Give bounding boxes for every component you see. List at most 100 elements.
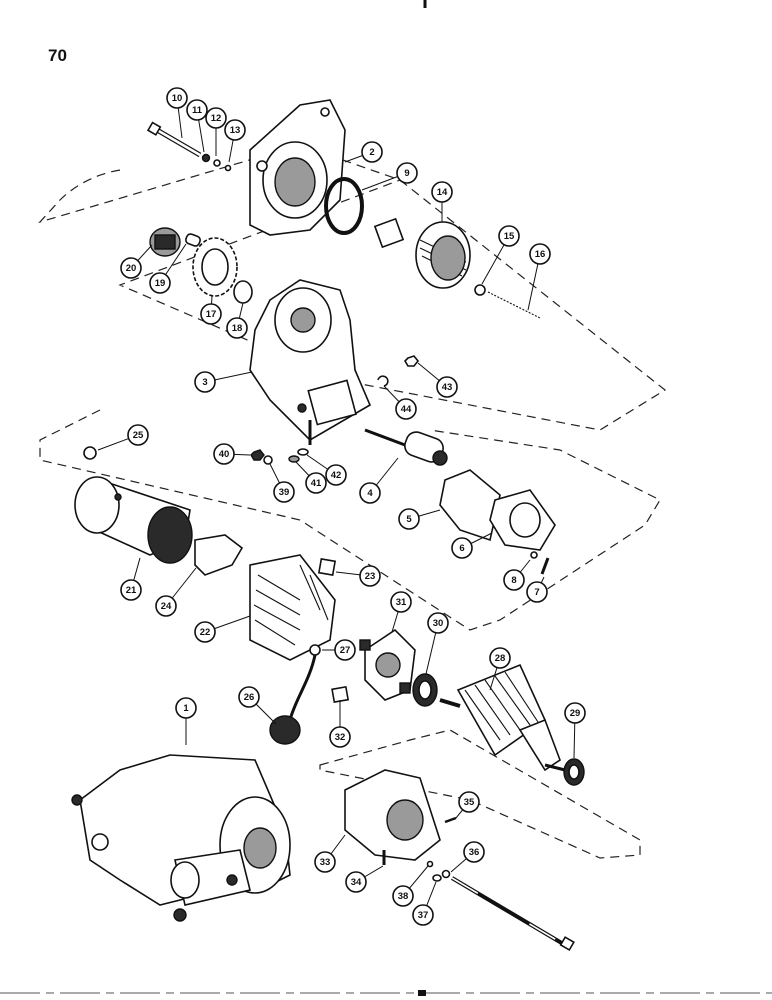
callout-circle-37 bbox=[412, 904, 434, 926]
callout-number-31: 31 bbox=[396, 597, 407, 608]
callout-43: 43 bbox=[417, 362, 458, 398]
callout-32: 32 bbox=[329, 700, 351, 748]
callout-number-5: 5 bbox=[406, 514, 412, 525]
callout-circle-18 bbox=[226, 317, 248, 339]
callout-number-3: 3 bbox=[202, 377, 207, 388]
callout-17: 17 bbox=[200, 295, 222, 325]
callout-number-18: 18 bbox=[232, 323, 243, 334]
callout-circle-25 bbox=[127, 424, 149, 446]
page-number: 70 bbox=[48, 46, 67, 65]
callout-circle-9 bbox=[396, 162, 418, 184]
callout-number-2: 2 bbox=[369, 147, 374, 158]
callout-7: 7 bbox=[526, 576, 548, 603]
callout-number-6: 6 bbox=[459, 543, 464, 554]
callout-number-27: 27 bbox=[340, 645, 351, 656]
screw-7 bbox=[540, 557, 550, 575]
callout-number-13: 13 bbox=[230, 125, 241, 136]
callout-40: 40 bbox=[213, 443, 251, 465]
washer-12 bbox=[213, 159, 221, 167]
drive-housing-2 bbox=[249, 99, 346, 236]
callout-41: 41 bbox=[295, 461, 327, 494]
callout-28: 28 bbox=[489, 647, 511, 691]
callout-circle-23 bbox=[359, 565, 381, 587]
callout-number-41: 41 bbox=[311, 478, 322, 489]
callout-circle-35 bbox=[458, 791, 480, 813]
callout-number-42: 42 bbox=[331, 470, 342, 481]
callout-circle-33 bbox=[314, 851, 336, 873]
callout-number-34: 34 bbox=[351, 877, 362, 888]
callout-44: 44 bbox=[383, 385, 417, 420]
callout-circle-19 bbox=[149, 272, 171, 294]
callout-35: 35 bbox=[455, 791, 480, 819]
callout-8: 8 bbox=[503, 559, 531, 591]
housing-3 bbox=[249, 279, 372, 445]
starter-assembly-1 bbox=[71, 754, 291, 922]
end-frame-33 bbox=[344, 769, 441, 865]
callout-19: 19 bbox=[149, 243, 187, 294]
callout-24: 24 bbox=[155, 567, 197, 617]
callout-number-32: 32 bbox=[335, 732, 346, 743]
nut-40 bbox=[250, 449, 265, 461]
callout-5: 5 bbox=[398, 508, 441, 530]
callout-42: 42 bbox=[306, 454, 347, 486]
callout-38: 38 bbox=[392, 865, 429, 907]
callout-26: 26 bbox=[238, 686, 277, 725]
callout-number-43: 43 bbox=[442, 382, 453, 393]
callout-circle-32 bbox=[329, 726, 351, 748]
callout-number-40: 40 bbox=[219, 449, 230, 460]
callout-circle-15 bbox=[498, 225, 520, 247]
callout-6: 6 bbox=[451, 532, 493, 559]
washer-13 bbox=[224, 164, 232, 172]
callout-circle-12 bbox=[205, 107, 227, 129]
callout-25: 25 bbox=[97, 424, 149, 451]
callout-number-25: 25 bbox=[133, 430, 144, 441]
callout-circle-27 bbox=[334, 639, 356, 661]
roller-19 bbox=[185, 233, 201, 247]
insulator-42 bbox=[297, 448, 309, 456]
callout-number-7: 7 bbox=[534, 587, 539, 598]
callout-number-36: 36 bbox=[469, 847, 480, 858]
callout-circle-8 bbox=[503, 569, 525, 591]
callout-circle-22 bbox=[194, 621, 216, 643]
callout-circle-38 bbox=[392, 885, 414, 907]
gasket-5 bbox=[439, 469, 501, 542]
callout-number-35: 35 bbox=[464, 797, 475, 808]
clip-44 bbox=[377, 375, 389, 387]
callout-23: 23 bbox=[335, 565, 381, 587]
callout-circle-20 bbox=[120, 257, 142, 279]
callout-number-11: 11 bbox=[192, 105, 203, 116]
spring-16 bbox=[487, 291, 541, 319]
callout-number-14: 14 bbox=[437, 187, 448, 198]
callout-circle-41 bbox=[305, 472, 327, 494]
callout-20: 20 bbox=[120, 244, 153, 279]
callout-circle-11 bbox=[186, 99, 208, 121]
callout-circle-29 bbox=[564, 702, 586, 724]
callout-37: 37 bbox=[412, 881, 437, 926]
callout-15: 15 bbox=[481, 225, 520, 285]
washer-36 bbox=[441, 869, 451, 879]
callout-10: 10 bbox=[166, 87, 188, 139]
o-ring-9 bbox=[324, 177, 364, 235]
screw-25 bbox=[83, 446, 97, 460]
callout-circle-17 bbox=[200, 303, 222, 325]
callout-circle-14 bbox=[431, 181, 453, 203]
callout-circle-44 bbox=[395, 398, 417, 420]
brush-holder-31 bbox=[359, 628, 416, 701]
callout-number-17: 17 bbox=[206, 309, 217, 320]
callout-number-1: 1 bbox=[183, 703, 189, 714]
callouts: 1234567891011121314151617181920212223242… bbox=[97, 87, 586, 926]
callout-circle-5 bbox=[398, 508, 420, 530]
callout-34: 34 bbox=[345, 865, 384, 893]
washer-11 bbox=[201, 153, 211, 163]
callout-number-10: 10 bbox=[172, 93, 183, 104]
callout-16: 16 bbox=[527, 243, 551, 311]
lead-27 bbox=[309, 644, 321, 656]
field-frame-21 bbox=[74, 476, 193, 564]
callout-33: 33 bbox=[314, 834, 346, 873]
washer-39 bbox=[263, 455, 273, 465]
callout-36: 36 bbox=[450, 841, 485, 873]
callout-number-19: 19 bbox=[155, 278, 166, 289]
callout-number-23: 23 bbox=[365, 571, 376, 582]
callout-circle-6 bbox=[451, 537, 473, 559]
